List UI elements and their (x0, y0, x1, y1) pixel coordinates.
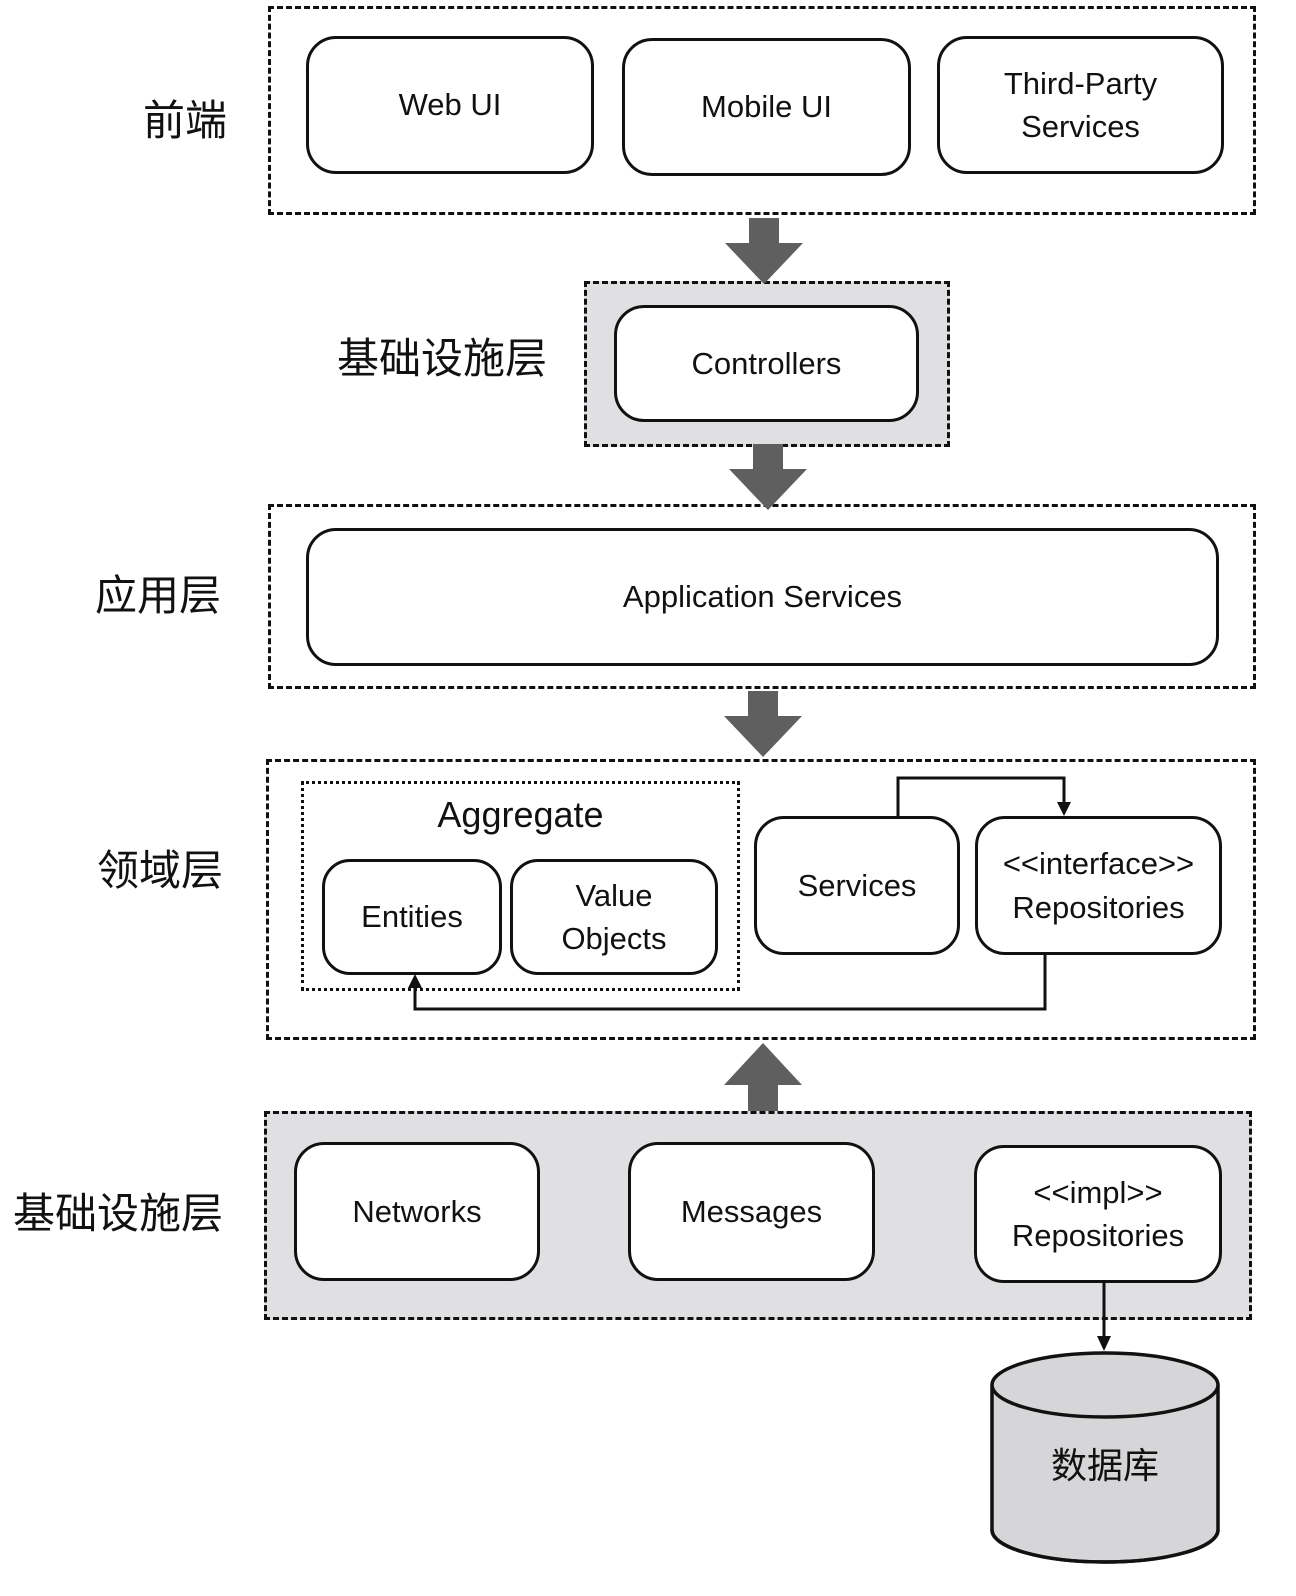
layer-label-frontend: 前端 (143, 96, 228, 145)
box-web-ui: Web UI (306, 36, 594, 174)
database-label: 数据库 (1050, 1446, 1159, 1487)
layer-label-domain: 领域层 (97, 846, 224, 895)
box-third-party-services: Third-Party Services (937, 36, 1224, 174)
layer-label-application: 应用层 (95, 571, 222, 620)
arrowhead-database (1097, 1336, 1111, 1351)
box-domain-services: Services (754, 816, 960, 955)
flow-arrow-controllers-to-application (729, 444, 807, 510)
box-messages: Messages (628, 1142, 875, 1281)
flow-arrow-infrastructure-to-domain (724, 1043, 802, 1111)
flow-arrow-application-to-domain (724, 691, 802, 757)
aggregate-title: Aggregate (437, 794, 604, 835)
box-entities: Entities (322, 859, 502, 975)
box-controllers: Controllers (614, 305, 919, 422)
box-value-objects: Value Objects (510, 859, 718, 975)
box-interface-repositories: <<interface>> Repositories (975, 816, 1222, 955)
box-networks: Networks (294, 1142, 540, 1281)
layer-domain (266, 759, 1256, 1040)
box-application-services: Application Services (306, 528, 1219, 666)
layer-frontend (268, 6, 1256, 215)
layer-label-infrastructure-top: 基础设施层 (337, 334, 548, 383)
box-impl-repositories: <<impl>> Repositories (974, 1145, 1222, 1283)
layer-label-infrastructure-bottom: 基础设施层 (13, 1189, 224, 1238)
flow-arrow-frontend-to-controllers (725, 218, 803, 284)
box-mobile-ui: Mobile UI (622, 38, 911, 176)
